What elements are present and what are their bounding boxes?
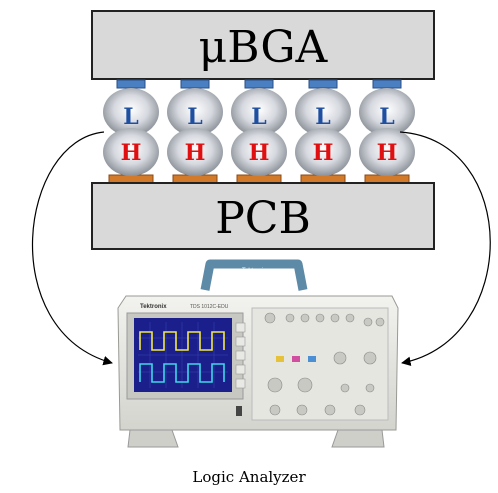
ball-upper bbox=[167, 88, 223, 136]
solder-ball-5: LH bbox=[359, 79, 415, 184]
ball-label-low: L bbox=[315, 104, 330, 130]
ball-label-low: L bbox=[123, 104, 138, 130]
ball-label-low: L bbox=[251, 104, 266, 130]
ball-label-low: L bbox=[187, 104, 202, 130]
ball-lower bbox=[231, 128, 287, 176]
bottom-pad bbox=[172, 174, 218, 184]
bottom-pad bbox=[236, 174, 282, 184]
instrument-caption: Logic Analyzer bbox=[192, 468, 306, 486]
brand-text: Tektronix bbox=[140, 304, 167, 310]
oscilloscope-icon: Tektronix Tektronix TDS 1012C-EDU bbox=[117, 259, 399, 448]
ball-lower bbox=[359, 128, 415, 176]
ball-label-low: L bbox=[379, 104, 394, 130]
bottom-pad bbox=[300, 174, 346, 184]
ball-lower bbox=[295, 128, 351, 176]
solder-ball-3: LH bbox=[231, 79, 287, 184]
ball-upper bbox=[231, 88, 287, 136]
ball-label-high: H bbox=[185, 140, 206, 166]
bottom-pad bbox=[364, 174, 410, 184]
solder-ball-4: LH bbox=[295, 79, 351, 184]
top-pad bbox=[244, 79, 274, 89]
ball-label-high: H bbox=[377, 140, 398, 166]
trace-cyan bbox=[139, 363, 225, 383]
probe-wire-right bbox=[399, 131, 491, 367]
solder-ball-2: LH bbox=[167, 79, 223, 184]
model-text: TDS 1012C-EDU bbox=[190, 304, 229, 310]
top-pad bbox=[116, 79, 146, 89]
ubga-chip: μBGA bbox=[91, 10, 435, 80]
pcb-board: PCB bbox=[91, 182, 435, 250]
handle-brand-text: Tektronix bbox=[242, 268, 266, 274]
top-pad bbox=[308, 79, 338, 89]
ball-label-high: H bbox=[249, 140, 270, 166]
solder-ball-1: LH bbox=[103, 79, 159, 184]
ball-label-high: H bbox=[313, 140, 334, 166]
ball-lower bbox=[167, 128, 223, 176]
ball-label-high: H bbox=[121, 140, 142, 166]
bottom-pad bbox=[108, 174, 154, 184]
top-pad bbox=[372, 79, 402, 89]
ball-upper bbox=[103, 88, 159, 136]
ubga-label: μBGA bbox=[199, 22, 329, 73]
trace-yellow bbox=[139, 331, 225, 351]
top-pad bbox=[180, 79, 210, 89]
probe-wire-left bbox=[32, 131, 113, 366]
ball-upper bbox=[295, 88, 351, 136]
pcb-label: PCB bbox=[215, 193, 311, 244]
ball-lower bbox=[103, 128, 159, 176]
ball-upper bbox=[359, 88, 415, 136]
